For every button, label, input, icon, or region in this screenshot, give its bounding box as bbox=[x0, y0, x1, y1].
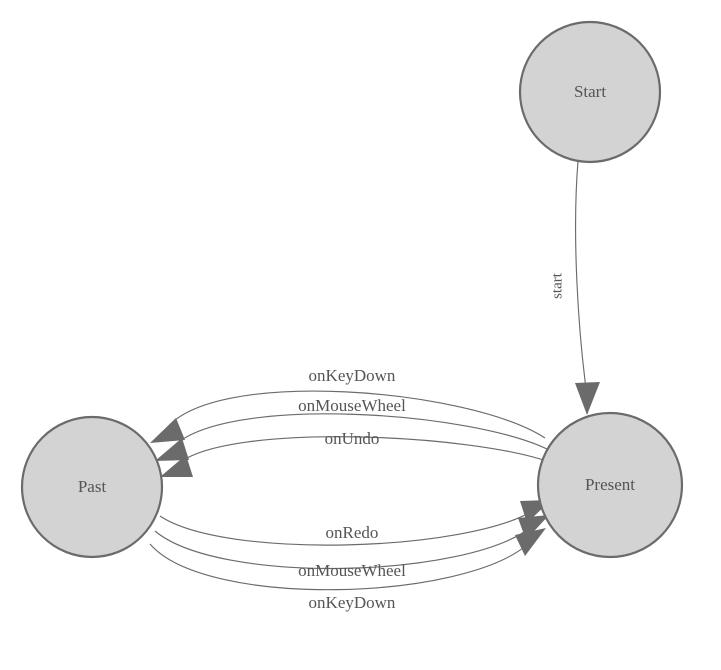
node-past-label: Past bbox=[78, 477, 107, 496]
node-start-circle bbox=[518, 20, 662, 164]
edge-label-wheel-up: onMouseWheel bbox=[298, 396, 406, 415]
edge-label-start: start bbox=[549, 272, 565, 299]
edge-label-wheel-down: onMouseWheel bbox=[298, 561, 406, 580]
edge-undo-arrowhead bbox=[160, 455, 193, 477]
edge-label-keydown-up: onKeyDown bbox=[309, 366, 396, 385]
edge-keydown-up-path bbox=[165, 390, 546, 439]
edge-label-keydown-down: onKeyDown bbox=[309, 593, 396, 612]
edge-start-path bbox=[575, 160, 588, 397]
edge-label-redo: onRedo bbox=[326, 523, 379, 542]
node-past[interactable]: Past bbox=[20, 415, 164, 559]
edge-undo-path bbox=[177, 436, 553, 465]
node-present[interactable]: Present bbox=[536, 411, 684, 559]
edge-keydown-down-arrowhead bbox=[515, 528, 546, 556]
edge-undo[interactable] bbox=[160, 436, 553, 477]
node-past-circle bbox=[20, 415, 164, 559]
edge-label-undo: onUndo bbox=[325, 429, 380, 448]
node-present-circle bbox=[536, 411, 684, 559]
edge-keydown-up-arrowhead bbox=[150, 418, 185, 443]
node-start[interactable]: Start bbox=[518, 20, 662, 164]
edge-start[interactable] bbox=[575, 160, 600, 415]
edge-redo-path bbox=[159, 509, 535, 546]
edge-keydown-down-path bbox=[149, 542, 530, 591]
node-present-label: Present bbox=[585, 475, 635, 494]
edge-keydown-down[interactable] bbox=[149, 528, 546, 591]
edge-wheel-up[interactable] bbox=[155, 413, 552, 461]
edge-keydown-up[interactable] bbox=[150, 390, 546, 443]
node-start-label: Start bbox=[574, 82, 606, 101]
edge-start-arrowhead bbox=[575, 382, 600, 415]
edge-wheel-down-path bbox=[154, 526, 532, 570]
edge-wheel-up-path bbox=[171, 413, 552, 452]
edge-wheel-up-arrowhead bbox=[155, 438, 189, 461]
